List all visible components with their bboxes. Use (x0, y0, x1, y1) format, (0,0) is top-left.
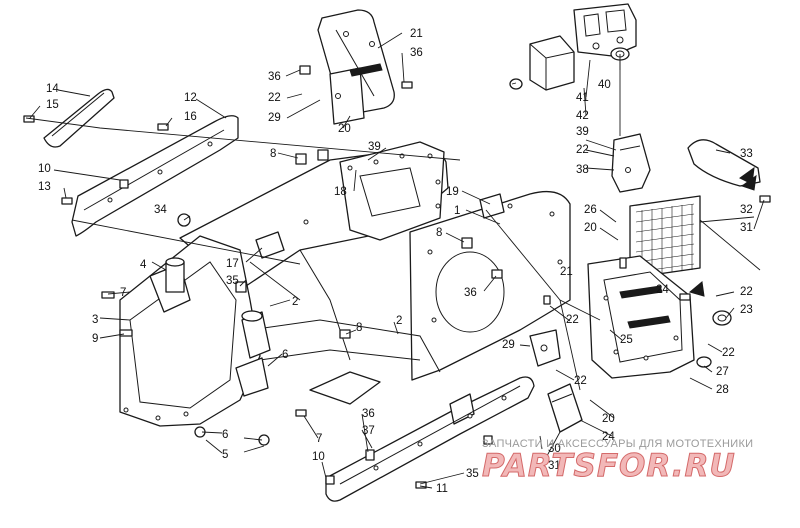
rear-flap-part (687, 139, 761, 187)
callout-3: 3 (92, 314, 98, 326)
callout-23: 23 (740, 304, 753, 316)
callout-10: 10 (38, 163, 51, 175)
callout-9: 9 (92, 333, 98, 345)
callout-4: 4 (140, 259, 147, 271)
left-side-rail-part (71, 115, 239, 237)
battery-box-part (529, 35, 575, 91)
watermark-brand-logo: PARTSFOR.RU (482, 448, 736, 484)
callout-labels: 14 15 12 16 10 13 21 36 36 22 29 20 8 39… (38, 28, 753, 495)
callout-35: 35 (466, 468, 479, 480)
bumper-block-part (255, 231, 285, 259)
callout-33: 33 (740, 148, 753, 160)
callout-28: 28 (716, 384, 729, 396)
callout-22: 22 (566, 314, 579, 326)
callout-30: 30 (548, 443, 561, 455)
engine-accessory-assembly (573, 3, 637, 57)
callout-31: 31 (548, 460, 561, 472)
callout-34: 34 (154, 204, 167, 216)
main-chassis-frame (119, 141, 571, 427)
callout-2: 2 (292, 296, 298, 308)
callout-31: 31 (740, 222, 753, 234)
callout-26: 26 (584, 204, 597, 216)
washer-part-23 (712, 310, 732, 326)
callout-19: 19 (446, 186, 459, 198)
rear-top-bracket-part (611, 133, 651, 193)
callout-5: 5 (222, 449, 228, 461)
callout-36: 36 (410, 47, 423, 59)
callout-22: 22 (574, 375, 587, 387)
small-gusset-plate-part (479, 193, 505, 219)
steering-support-bracket-part (317, 9, 395, 125)
washer-part-27 (696, 356, 712, 368)
callout-22: 22 (576, 144, 589, 156)
callout-15: 15 (46, 99, 59, 111)
callout-21: 21 (560, 266, 573, 278)
callout-13: 13 (38, 181, 51, 193)
callout-8: 8 (436, 227, 442, 239)
right-lower-rail-part (325, 376, 535, 502)
callout-20: 20 (602, 413, 615, 425)
callout-8: 8 (356, 322, 362, 334)
callout-20: 20 (584, 222, 597, 234)
callout-42: 42 (576, 110, 589, 122)
callout-29: 29 (502, 339, 515, 351)
callout-18: 18 (334, 186, 347, 198)
callout-38: 38 (576, 164, 589, 176)
callout-16: 16 (184, 111, 197, 123)
callout-22: 22 (722, 347, 735, 359)
callout-14: 14 (46, 83, 59, 95)
steering-bar-part (43, 88, 115, 148)
callout-12: 12 (184, 92, 197, 104)
callout-25: 25 (620, 334, 633, 346)
callout-1: 1 (454, 205, 460, 217)
callout-7: 7 (316, 433, 322, 445)
callout-22: 22 (268, 92, 281, 104)
callout-41: 41 (576, 92, 589, 104)
callout-39: 39 (368, 141, 381, 153)
callout-36: 36 (464, 287, 477, 299)
callout-leader-lines (25, 32, 765, 489)
watermark-caption: ЗАПЧАСТИ И АКСЕССУАРЫ ДЛЯ МОТОТЕХНИКИ (482, 438, 753, 450)
callout-17: 17 (226, 258, 239, 270)
direction-arrows (688, 174, 757, 297)
callout-27: 27 (716, 366, 729, 378)
heat-exchanger-grille-part (629, 195, 701, 279)
callout-24: 24 (602, 431, 615, 443)
callout-21: 21 (410, 28, 423, 40)
callout-8: 8 (270, 148, 276, 160)
callout-10: 10 (312, 451, 325, 463)
callout-11: 11 (436, 483, 448, 495)
callout-40: 40 (598, 79, 611, 91)
callout-29: 29 (268, 112, 281, 124)
callout-24: 24 (656, 284, 669, 296)
lower-small-plate-part (547, 383, 583, 433)
callout-6: 6 (282, 349, 288, 361)
mid-bracket-part (529, 329, 561, 367)
watermark: ЗАПЧАСТИ И АКСЕССУАРЫ ДЛЯ МОТОТЕХНИКИ PA… (482, 438, 754, 485)
callout-7: 7 (120, 287, 126, 299)
callout-22: 22 (740, 286, 753, 298)
callout-36: 36 (268, 71, 281, 83)
callout-37: 37 (362, 425, 375, 437)
rear-right-frame-part (587, 255, 695, 379)
callout-6: 6 (222, 429, 228, 441)
callout-39: 39 (576, 126, 589, 138)
callout-32: 32 (740, 204, 753, 216)
callout-20: 20 (338, 123, 351, 135)
callout-2: 2 (396, 315, 402, 327)
sleeve-part (165, 257, 185, 293)
callout-36: 36 (362, 408, 375, 420)
callout-35: 35 (226, 275, 239, 287)
